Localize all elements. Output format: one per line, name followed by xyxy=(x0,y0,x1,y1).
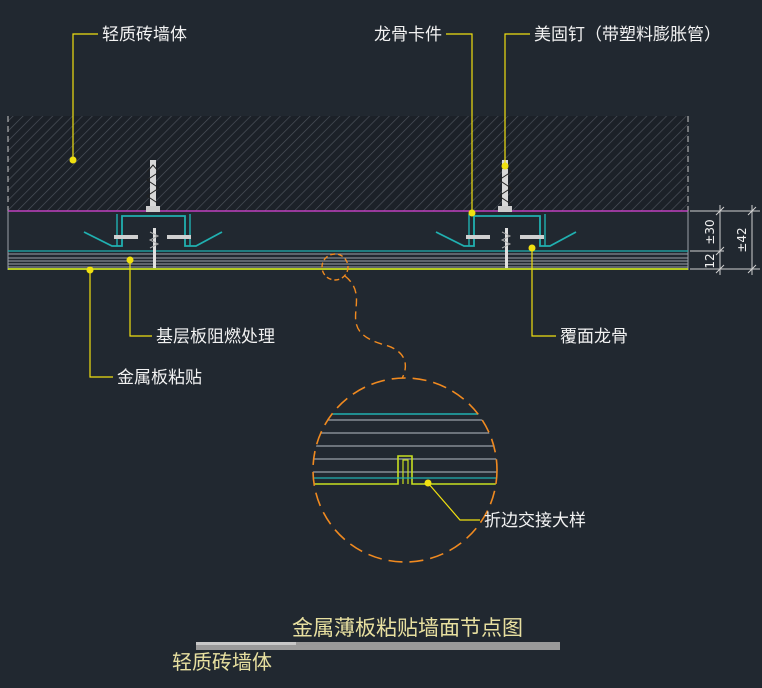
label-metal-panel: 金属板粘贴 xyxy=(117,368,202,388)
dimension-board: 12 xyxy=(703,253,717,268)
label-fold-joint: 折边交接大样 xyxy=(484,511,586,531)
cavity-lines xyxy=(7,211,689,270)
leader-lines xyxy=(72,33,556,521)
detail-marker-circle xyxy=(321,253,349,281)
label-base-board: 基层板阻燃处理 xyxy=(156,327,275,347)
title-underline xyxy=(196,642,560,650)
drawing-title: 金属薄板粘贴墙面节点图 xyxy=(292,616,523,640)
fold-joint-detail xyxy=(312,377,498,563)
keel-assembly-right xyxy=(435,160,577,268)
drawing-subtitle: 轻质砖墙体 xyxy=(172,650,272,674)
label-brick-wall: 轻质砖墙体 xyxy=(102,25,187,45)
label-anchor-nail: 美固钉（带塑料膨胀管） xyxy=(534,25,721,45)
keel-assembly-left xyxy=(83,160,223,268)
brick-wall-section xyxy=(7,116,689,211)
dimension-lines xyxy=(690,205,760,275)
dimension-gap: ±30 xyxy=(703,219,717,244)
leader-dots xyxy=(69,156,536,487)
dimension-total: ±42 xyxy=(735,227,749,252)
label-keel-clip: 龙骨卡件 xyxy=(374,25,442,45)
detail-connector xyxy=(344,275,407,383)
label-cover-keel: 覆面龙骨 xyxy=(560,327,628,347)
